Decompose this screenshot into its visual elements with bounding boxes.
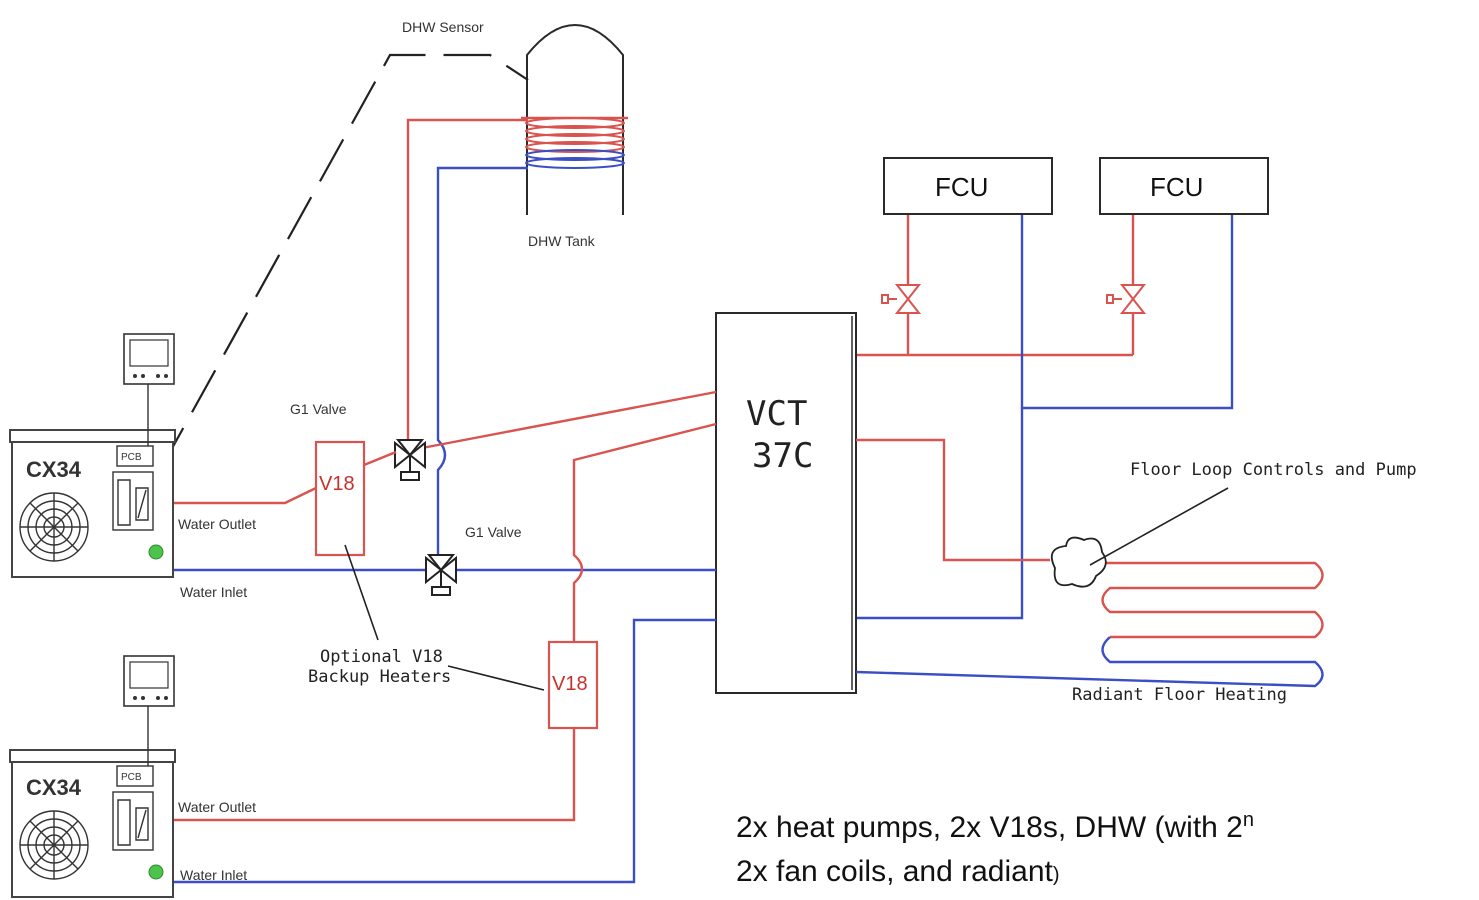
cx34-top-label: CX34 [26, 457, 82, 482]
water-outlet-top-label: Water Outlet [178, 516, 256, 532]
dhw-sensor-label: DHW Sensor [402, 19, 484, 35]
pcb-top-label: PCB [121, 452, 142, 463]
v18-heater-bottom: V18 [547, 640, 599, 730]
floor-loop-pump-icon [1050, 536, 1107, 588]
fcu-2-valve [1106, 284, 1147, 314]
g1-valve-bottom-label: G1 Valve [465, 524, 522, 540]
fan-icon [19, 492, 89, 562]
g1-valve-top-label: G1 Valve [290, 401, 347, 417]
fcu-1-valve [881, 284, 922, 314]
heat-pump-bottom: CX34 PCB [9, 749, 176, 898]
pcb-bottom-label: PCB [121, 772, 142, 783]
fcu-unit-1: FCU [883, 157, 1053, 215]
caption-line-2-text: 2x fan coils, and radiant [736, 855, 1053, 888]
pipe-fcu-return [856, 215, 1234, 620]
vct-label-line2: 37C [752, 436, 813, 476]
v18-leader-top [344, 544, 379, 641]
optional-v18-label-line1: Optional V18 [320, 647, 443, 667]
heat-pump-top: CX34 PCB [9, 429, 176, 578]
dhw-tank: DHW Tank [521, 24, 628, 249]
pump-icon [148, 544, 164, 560]
v18-heater-top: V18 [314, 440, 366, 557]
caption-line-1-text: 2x heat pumps, 2x V18s, DHW (with 2 [736, 811, 1243, 844]
caption: 2x heat pumps, 2x V18s, DHW (with 2n 2x … [736, 798, 1479, 898]
water-inlet-top-label: Water Inlet [180, 584, 247, 600]
vct-37c-tank: VCT 37C [715, 312, 857, 694]
fan-icon [19, 810, 89, 880]
pipe-bottom-outlet [152, 422, 717, 822]
cx34-bottom-label: CX34 [26, 775, 82, 800]
caption-line-2: 2x fan coils, and radiant) [736, 850, 1479, 897]
v18-leader-bottom [447, 665, 545, 691]
dhw-tank-hot-coil [521, 116, 628, 153]
optional-v18-label-line2: Backup Heaters [308, 667, 451, 687]
controller-bottom [123, 655, 175, 766]
v18-top-label: V18 [319, 473, 355, 495]
controller-top [123, 333, 175, 446]
fcu-unit-2: FCU [1099, 157, 1269, 215]
vct-label-line1: VCT [746, 394, 807, 434]
floor-loop-label: Floor Loop Controls and Pump [1130, 460, 1417, 480]
pipe-bottom-inlet [152, 618, 716, 884]
floor-loop-leader [1089, 487, 1229, 566]
pipe-dhw-cold [436, 166, 528, 555]
caption-line-2-tail: ) [1052, 864, 1060, 886]
water-inlet-bottom-label: Water Inlet [180, 867, 247, 883]
radiant-floor-label: Radiant Floor Heating [1072, 685, 1287, 705]
pipe-g1-to-vct [421, 390, 717, 450]
v18-bottom-label: V18 [552, 673, 588, 695]
fcu-1-label: FCU [935, 172, 988, 202]
radiant-coil-hot [1100, 561, 1324, 639]
pipe-floor-supply [856, 438, 1050, 562]
fcu-2-label: FCU [1150, 172, 1203, 202]
dhw-tank-cold-coil [525, 149, 625, 169]
g1-valve-bottom [425, 554, 457, 596]
dhw-tank-label: DHW Tank [528, 233, 596, 249]
caption-line-1-super: n [1242, 809, 1254, 831]
pump-icon [148, 864, 164, 880]
pipe-dhw-hot [406, 118, 528, 440]
pipe-top-outlet [152, 450, 397, 505]
water-outlet-bottom-label: Water Outlet [178, 799, 256, 815]
radiant-coil-return [855, 636, 1324, 688]
caption-line-1: 2x heat pumps, 2x V18s, DHW (with 2n [736, 798, 1479, 850]
g1-valve-top [394, 439, 426, 481]
dhw-sensor-wire [159, 53, 529, 471]
